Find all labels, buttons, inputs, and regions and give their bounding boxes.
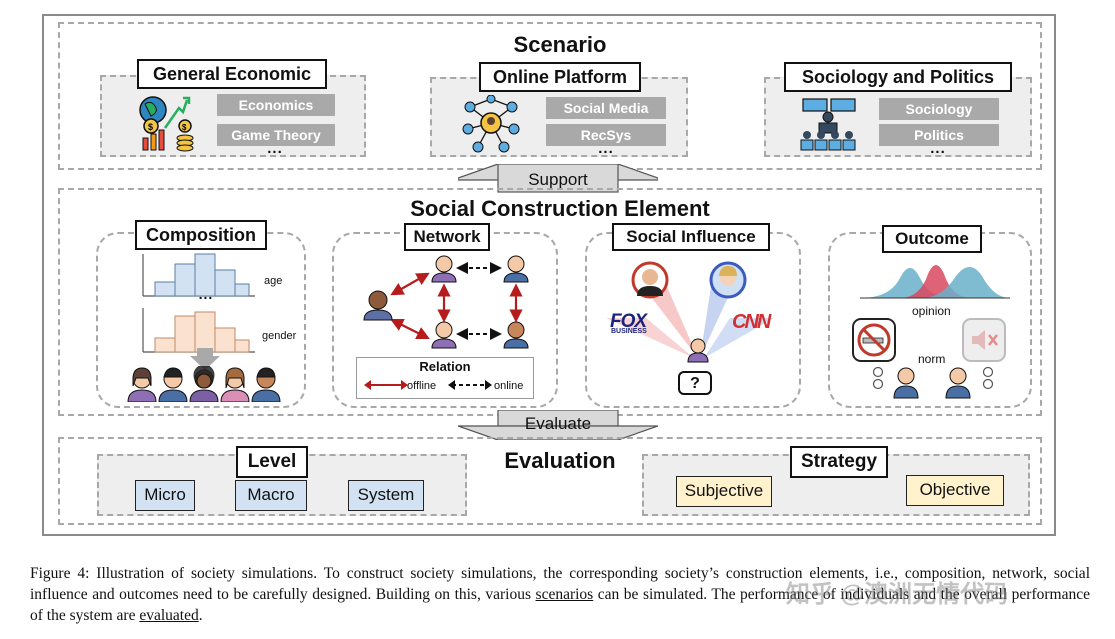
relation-legend bbox=[356, 357, 534, 399]
level-label: Level bbox=[236, 446, 308, 478]
opinion-distribution bbox=[860, 265, 1010, 299]
influence-label: Social Influence bbox=[612, 223, 770, 251]
element-title: Social Construction Element bbox=[410, 196, 710, 221]
level-micro: Micro bbox=[135, 480, 195, 511]
figure-caption: Figure 4: Illustration of society simula… bbox=[30, 563, 1090, 626]
evaluate-label: Evaluate bbox=[524, 414, 592, 433]
online-more: ... bbox=[598, 140, 614, 157]
down-arrow-icon bbox=[190, 348, 220, 370]
norm-label: norm bbox=[918, 352, 946, 366]
economy-icon: $ $ bbox=[139, 96, 194, 152]
offline-arrow-icon bbox=[364, 380, 408, 390]
opinion-label: opinion bbox=[912, 304, 951, 318]
offline-label: offline bbox=[407, 380, 437, 392]
tag-social-media: Social Media bbox=[546, 97, 666, 119]
network-graph bbox=[363, 255, 529, 349]
mute-icon bbox=[962, 318, 1006, 362]
caption-scenarios: scenarios bbox=[535, 586, 594, 603]
network-label: Network bbox=[404, 223, 490, 251]
online-label: online bbox=[494, 380, 524, 392]
no-smoking-icon bbox=[852, 318, 896, 362]
fox-business-text: BUSINESS bbox=[611, 328, 647, 335]
outcome-label: Outcome bbox=[882, 225, 982, 253]
relation-title: Relation bbox=[419, 359, 471, 374]
sociology-more: ... bbox=[930, 140, 946, 157]
evaluate-arrow bbox=[458, 410, 658, 440]
tag-sociology: Sociology bbox=[879, 98, 999, 120]
strategy-objective: Objective bbox=[906, 475, 1004, 506]
question-bubble: ? bbox=[678, 371, 712, 395]
watermark-text: 知乎 @澳洲无情代码 bbox=[786, 581, 1009, 608]
cnn-logo-icon: CNN bbox=[732, 311, 771, 333]
social-network-icon bbox=[462, 95, 520, 153]
scenario-title: Scenario bbox=[513, 32, 607, 57]
online-arrow-icon bbox=[448, 380, 492, 390]
politics-icon bbox=[800, 98, 856, 151]
fox-logo-icon: FOX bbox=[610, 311, 647, 332]
people-group-icon bbox=[127, 366, 281, 402]
svg-text:$: $ bbox=[148, 122, 153, 132]
strategy-label: Strategy bbox=[790, 446, 888, 478]
caption-part1: Figure 4: Illustration of society simula… bbox=[30, 565, 1090, 603]
tag-politics: Politics bbox=[879, 124, 999, 146]
general-economic-label: General Economic bbox=[137, 59, 327, 89]
norm-people bbox=[872, 366, 994, 399]
caption-part2: can be simulated. The performance of ind… bbox=[30, 586, 1090, 624]
general-more: ... bbox=[267, 140, 283, 157]
support-label: Support bbox=[528, 170, 588, 189]
svg-text:$: $ bbox=[182, 123, 187, 132]
evaluation-title: Evaluation bbox=[504, 448, 616, 473]
composition-dots: ... bbox=[198, 286, 214, 302]
sociology-label: Sociology and Politics bbox=[784, 62, 1012, 92]
evaluation-section bbox=[58, 437, 1042, 525]
tag-recsys: RecSys bbox=[546, 124, 666, 146]
caption-part3: . bbox=[198, 607, 203, 624]
gender-label: gender bbox=[262, 330, 297, 342]
influence-diagram bbox=[606, 261, 774, 363]
tag-game-theory: Game Theory bbox=[217, 124, 335, 146]
strategy-subjective: Subjective bbox=[676, 476, 772, 507]
online-platform-label: Online Platform bbox=[479, 62, 641, 92]
support-arrow bbox=[458, 164, 658, 193]
age-label: age bbox=[264, 275, 283, 287]
composition-label: Composition bbox=[135, 220, 267, 250]
level-macro: Macro bbox=[235, 480, 307, 511]
tag-economics: Economics bbox=[217, 94, 335, 116]
distribution-bars bbox=[142, 253, 255, 353]
level-system: System bbox=[348, 480, 424, 511]
caption-evaluated: evaluated bbox=[139, 607, 199, 624]
